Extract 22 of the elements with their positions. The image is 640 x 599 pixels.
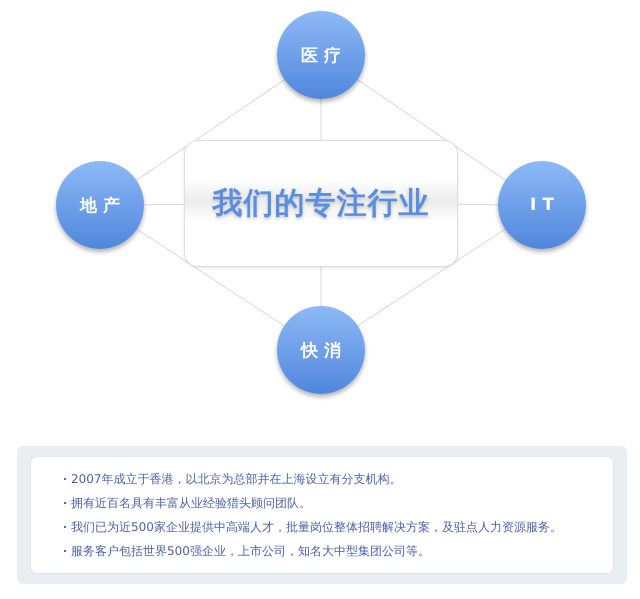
connector-line — [320, 98, 322, 140]
connector-line — [136, 79, 286, 181]
connector-line — [356, 79, 506, 181]
panel-title: 我们的专注行业 — [212, 185, 430, 223]
industry-label: 医疗 — [300, 44, 347, 66]
industry-label: IT — [529, 195, 560, 215]
industry-label: 快消 — [299, 340, 347, 362]
info-text: 拥有近百名具有丰富从业经验猎头顾问团队。 — [71, 494, 311, 512]
industry-circle — [277, 11, 365, 99]
industry-circle — [498, 161, 586, 249]
connector-line — [144, 204, 184, 206]
industry-circle — [277, 306, 365, 394]
info-text: 服务客户包括世界500强企业，上市公司，知名大中型集团公司等。 — [71, 542, 430, 560]
title-panel — [184, 140, 458, 267]
info-text: 我们已为近500家企业提供中高端人才，批量岗位整体招聘解决方案，及驻点人力资源服务。 — [71, 518, 562, 536]
connector-line — [136, 228, 285, 326]
info-text: 2007年成立于香港，以北京为总部并在上海设立有分支机构。 — [71, 470, 402, 488]
industry-circle — [56, 161, 144, 249]
connector-line — [357, 228, 506, 326]
industry-label: 地产 — [78, 194, 126, 216]
connector-line — [320, 266, 322, 306]
connector-line — [458, 204, 498, 206]
